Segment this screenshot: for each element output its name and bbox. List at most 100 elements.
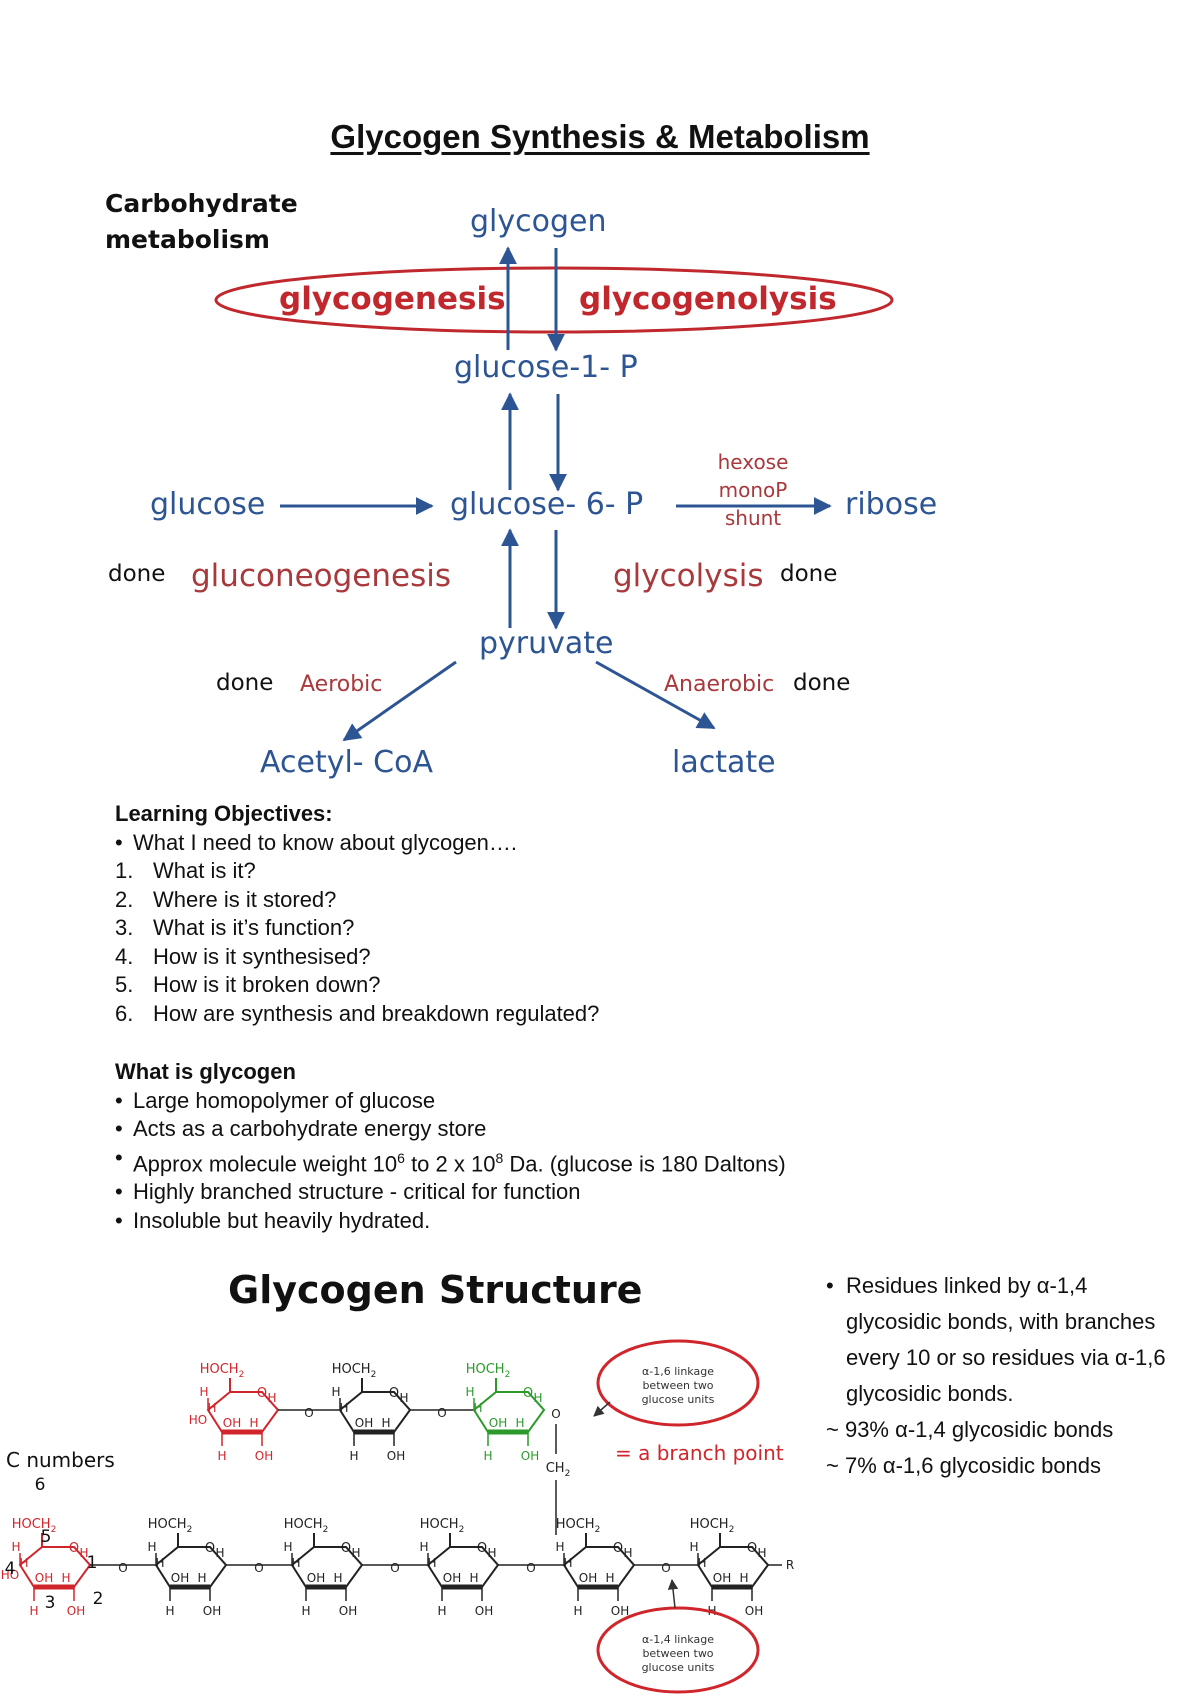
bridge-oxygen: O [526, 1561, 535, 1575]
carbon-number: 3 [45, 1593, 56, 1613]
oh-group: OH [387, 1449, 405, 1463]
hoch2-label: HOCH2 [420, 1517, 465, 1535]
hoch2-label: HOCH2 [332, 1362, 377, 1380]
carbon-number: 5 [41, 1527, 52, 1547]
ring-oxygen: O [477, 1541, 487, 1556]
glucose-ring [18, 1533, 92, 1601]
oh-group: OH [67, 1604, 85, 1618]
h-atom: H [469, 1571, 478, 1585]
h-atom: H [739, 1571, 748, 1585]
objective-item: 6.How are synthesis and breakdown regula… [115, 1000, 600, 1026]
h-atom: H [217, 1449, 226, 1463]
what-is-glycogen: What is glycogen Large homopolymer of gl… [115, 1058, 1065, 1235]
arrow-pyruvate-to-acetyl [342, 660, 457, 742]
ring-oxygen: O [341, 1541, 351, 1556]
oh-group: OH [489, 1416, 507, 1430]
oh-group: OH [339, 1604, 357, 1618]
h-atom: H [11, 1540, 20, 1554]
h-atom: H [165, 1604, 174, 1618]
r-group: R [786, 1558, 794, 1572]
side-pct-16: ~ 7% α-1,6 glycosidic bonds [826, 1453, 1102, 1478]
glucose-ring [206, 1378, 280, 1446]
learning-objectives: Learning Objectives: What I need to know… [115, 800, 1015, 1028]
oh-group: OH [579, 1571, 597, 1585]
oh-group: OH [475, 1604, 493, 1618]
node-ribose: ribose [845, 487, 938, 522]
label-glycogenesis: glycogenesis [279, 281, 506, 317]
chain-callout-ellipse [596, 1606, 760, 1694]
h-atom: H [207, 1401, 216, 1415]
objective-item: 2.Where is it stored? [115, 886, 337, 912]
diagram-heading-line1: Carbohydrate [105, 189, 298, 218]
label-anaerobic: Anaerobic [664, 672, 775, 697]
hoch2-label: HOCH2 [200, 1362, 245, 1380]
ch2-label: CH2 [546, 1461, 571, 1479]
diagram-heading: Carbohydrate metabolism [105, 186, 298, 258]
label-glycogenolysis: glycogenolysis [579, 281, 837, 317]
h-atom: H [533, 1391, 542, 1405]
h-atom: H [291, 1556, 300, 1570]
objective-item: 1.What is it? [115, 858, 256, 883]
h-atom: H [197, 1571, 206, 1585]
label-hexose-shunt: hexose monoP shunt [684, 448, 822, 532]
metabolism-arrows [214, 246, 894, 742]
carbon-number: 2 [93, 1589, 104, 1609]
glucose-ring [290, 1533, 364, 1601]
h-atom: H [155, 1556, 164, 1570]
bridge-oxygen: O [118, 1561, 127, 1575]
objective-item: 4.How is it synthesised? [115, 943, 371, 969]
glucose-ring [426, 1533, 500, 1601]
branch-point-text: = a branch point [615, 1441, 784, 1465]
h-atom: H [215, 1546, 224, 1560]
carbon-number: 4 [5, 1559, 16, 1579]
hoch2-label: HOCH2 [148, 1517, 193, 1535]
h-atom: H [339, 1401, 348, 1415]
h-atom: H [349, 1449, 358, 1463]
done-label-gluconeogenesis: done [108, 561, 166, 587]
h-atom: H [29, 1604, 38, 1618]
what-is-bullet: Highly branched structure - critical for… [115, 1178, 1065, 1207]
node-lactate: lactate [672, 745, 776, 780]
node-glucose-6-p: glucose- 6- P [450, 487, 644, 522]
ring-oxygen: O [257, 1386, 267, 1401]
label-glycolysis: glycolysis [613, 558, 764, 594]
h-atom: H [697, 1556, 706, 1570]
arrow-pyruvate-to-lactate [595, 660, 716, 730]
hexose-line1: hexose monoP [717, 450, 789, 502]
what-is-heading: What is glycogen [115, 1059, 296, 1084]
oh-group: OH [355, 1416, 373, 1430]
ring-oxygen: O [523, 1386, 533, 1401]
h-atom: H [19, 1556, 28, 1570]
oh-group: OH [307, 1571, 325, 1585]
h-atom: H [483, 1449, 492, 1463]
node-pyruvate: pyruvate [479, 626, 614, 661]
ring-oxygen: O [747, 1541, 757, 1556]
side-bullet: Residues linked by α-1,4 glycosidic bond… [826, 1268, 1186, 1412]
h-atom: H [301, 1604, 310, 1618]
oh-group: OH [443, 1571, 461, 1585]
node-glycogen: glycogen [470, 204, 607, 239]
glucose-ring [696, 1533, 770, 1601]
glucose-ring [338, 1378, 412, 1446]
node-glucose-1-p: glucose-1- P [454, 350, 638, 385]
branch-callout-ellipse [596, 1339, 760, 1427]
side-notes: Residues linked by α-1,4 glycosidic bond… [826, 1268, 1186, 1484]
glucose-ring [154, 1533, 228, 1601]
ring-oxygen: O [69, 1541, 79, 1556]
oh-group: OH [521, 1449, 539, 1463]
highlight-ellipse [214, 266, 894, 334]
oh-group: OH [203, 1604, 221, 1618]
node-glucose: glucose [150, 487, 266, 522]
h-atom: H [465, 1385, 474, 1399]
glucose-ring [562, 1533, 636, 1601]
what-is-bullet: Large homopolymer of glucose [115, 1087, 1065, 1116]
oh-group: OH [255, 1449, 273, 1463]
ring-oxygen: O [205, 1541, 215, 1556]
chain-callout-pointer [667, 1578, 679, 1609]
what-is-bullet: Acts as a carbohydrate energy store [115, 1115, 1065, 1144]
h-atom: H [399, 1391, 408, 1405]
carbon-number: 6 [35, 1475, 46, 1495]
ring-oxygen: O [389, 1386, 399, 1401]
